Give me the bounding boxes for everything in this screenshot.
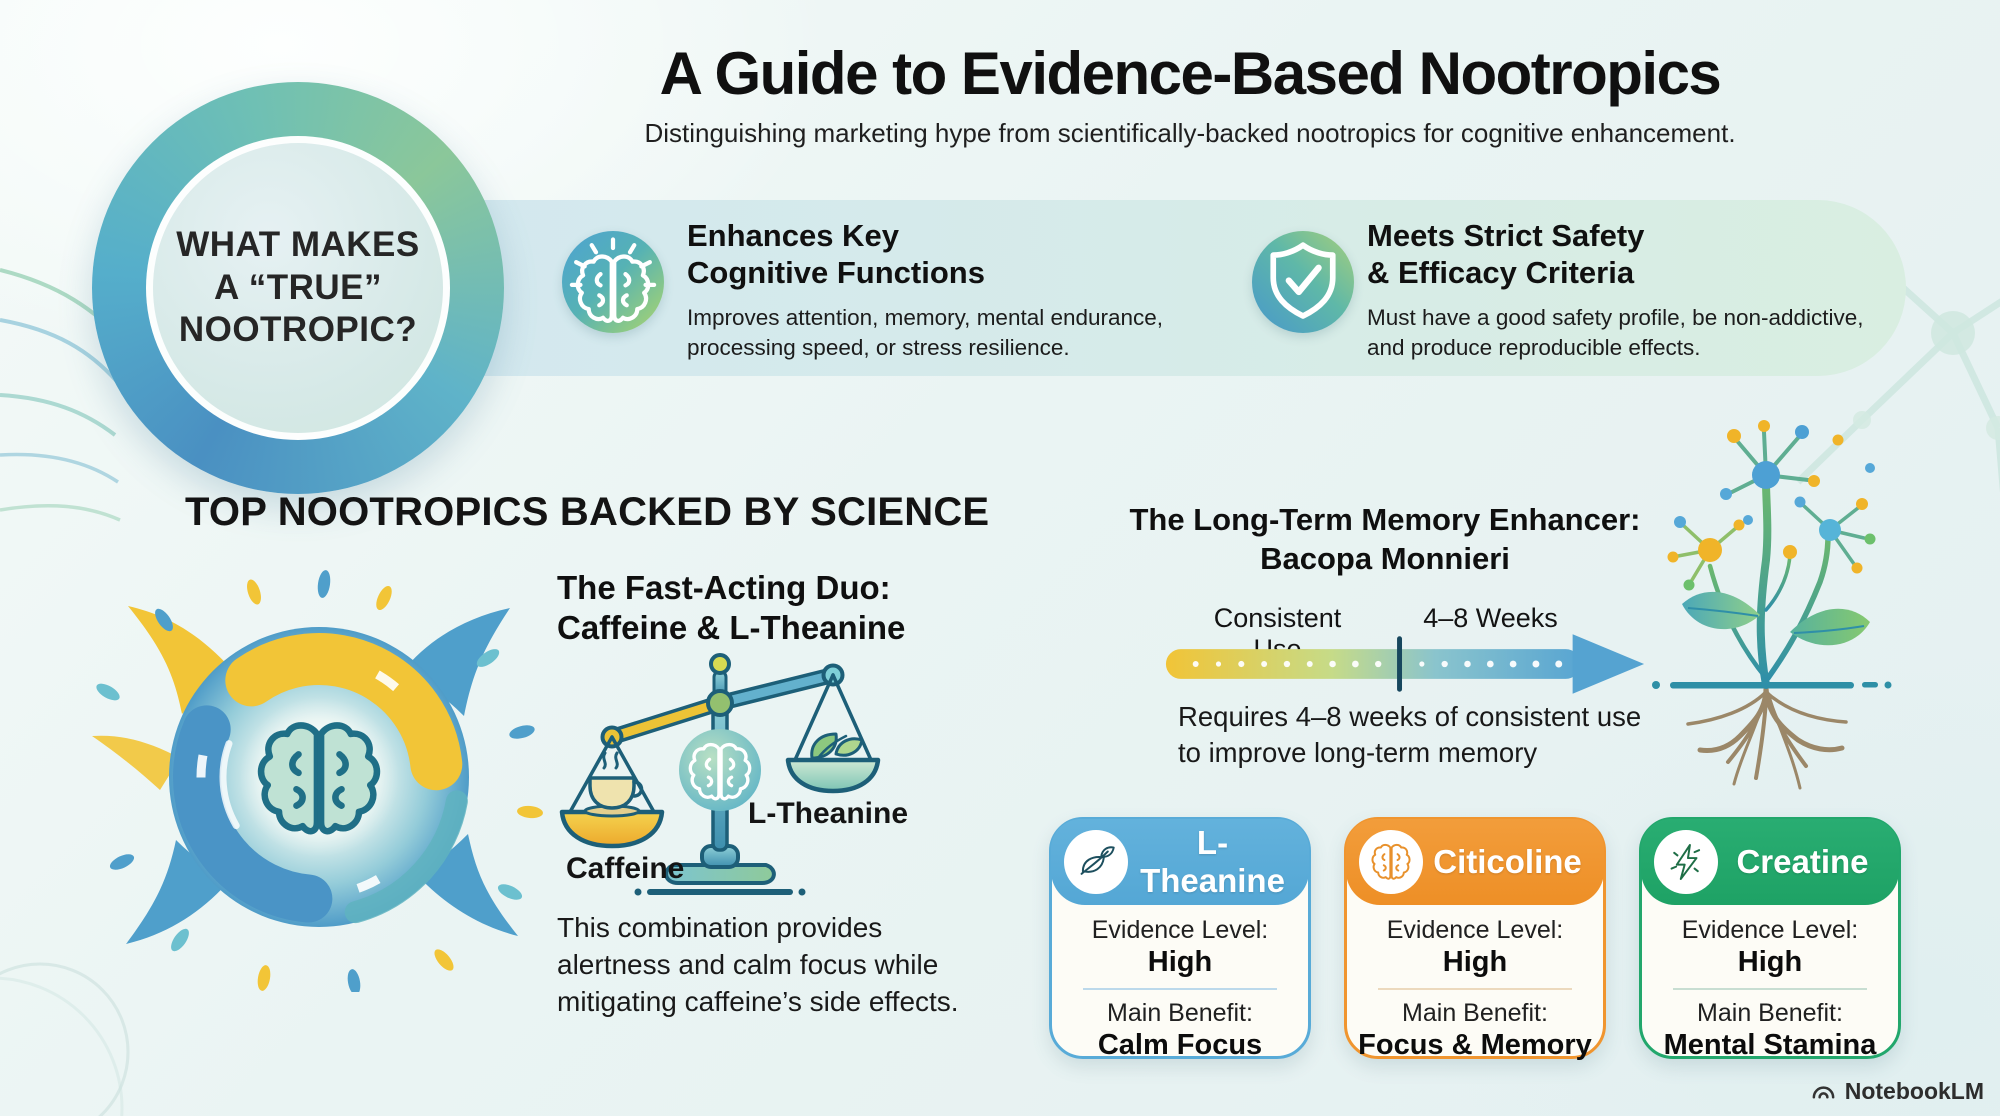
question-circle: WHAT MAKES A “TRUE” NOOTROPIC? [92,82,504,494]
criterion-title: Enhances Key Cognitive Functions [687,218,985,291]
notebooklm-logo-icon [1812,1086,1835,1099]
neuron-blossoms [1667,420,1876,591]
timeline-arrow [1165,634,1645,694]
section-heading: TOP NOOTROPICS BACKED BY SCIENCE [185,490,990,534]
header: A Guide to Evidence-Based Nootropics Dis… [520,42,1860,149]
evidence-label: Evidence Level: [1386,916,1564,944]
card-body: Evidence Level: High Main Benefit: Focus… [1347,916,1603,1062]
evidence-value: High [1737,946,1803,978]
leaf-icon [1064,830,1128,894]
evidence-label: Evidence Level: [1091,916,1269,944]
card-title: Creatine [1736,843,1869,880]
roots [1686,685,1848,790]
page-title: A Guide to Evidence-Based Nootropics [659,40,1722,107]
benefit-value: Focus & Memory [1358,1029,1592,1061]
card-title: Citicoline [1433,843,1582,880]
timeline-left-label: Consistent Use [1213,603,1342,664]
brain-rays-icon [562,231,664,333]
card-header: L-Theanine [1051,819,1309,905]
bacopa-description: Requires 4–8 weeks of consistent use to … [1178,701,1642,768]
stems [1707,478,1831,689]
card-divider [1377,988,1573,990]
evidence-label: Evidence Level: [1681,916,1859,944]
card-header: Creatine [1641,819,1899,905]
card-divider [1672,988,1868,990]
page-subtitle: Distinguishing marketing hype from scien… [644,118,1736,148]
card-body: Evidence Level: High Main Benefit: Calm … [1052,916,1308,1062]
fast-acting-duo-description: This combination provides alertness and … [557,912,959,1017]
question-line: NOOTROPIC? [178,310,418,350]
evidence-value: High [1147,946,1213,978]
card-creatine: Creatine Evidence Level: High Main Benef… [1639,817,1901,1062]
leaves [1682,591,1870,646]
starburst-brain-illustration [92,570,543,992]
notebooklm-watermark: NotebookLM [1810,1078,1984,1105]
evidence-value: High [1442,946,1508,978]
timeline-right-label: 4–8 Weeks [1423,603,1558,633]
brain-icon [1359,830,1423,894]
bacopa-plant-illustration [1652,420,1892,790]
criteria-band [430,200,1906,376]
card-citicoline: Citicoline Evidence Level: High Main Ben… [1344,817,1606,1062]
benefit-label: Main Benefit: [1697,999,1843,1027]
card-title: L-Theanine [1140,824,1285,899]
card-header: Citicoline [1346,819,1604,905]
criterion-title: Meets Strict Safety & Efficacy Criteria [1367,218,1645,291]
benefit-label: Main Benefit: [1107,999,1253,1027]
watermark-label: NotebookLM [1844,1078,1984,1104]
brain-icon [688,742,752,801]
bacopa-title: The Long-Term Memory Enhancer: Bacopa Mo… [1129,502,1641,576]
l-theanine-label: L-Theanine [748,797,909,830]
benefit-value: Calm Focus [1097,1029,1263,1061]
benefit-value: Mental Stamina [1663,1029,1877,1061]
criterion-description: Improves attention, memory, mental endur… [687,305,1164,360]
shield-check-icon [1252,231,1354,333]
question-line: A “TRUE” [214,267,382,307]
energy-bolt-icon [1654,830,1718,894]
fast-acting-duo-title: The Fast-Acting Duo: Caffeine & L-Theani… [557,569,906,646]
caffeine-label: Caffeine [566,852,685,885]
starburst-droplets [96,570,543,992]
question-line: WHAT MAKES [176,224,420,264]
question-circle-inner: WHAT MAKES A “TRUE” NOOTROPIC? [146,136,450,440]
brain-icon [261,725,377,831]
card-l-theanine: L-Theanine Evidence Level: High Main Ben… [1049,817,1311,1062]
benefit-label: Main Benefit: [1402,999,1548,1027]
timeline-tick [1397,636,1403,692]
ground-line [1652,681,1892,689]
card-divider [1082,988,1278,990]
balance-scale-illustration [559,653,881,896]
card-body: Evidence Level: High Main Benefit: Menta… [1642,916,1898,1062]
criterion-description: Must have a good safety profile, be non-… [1367,305,1864,360]
